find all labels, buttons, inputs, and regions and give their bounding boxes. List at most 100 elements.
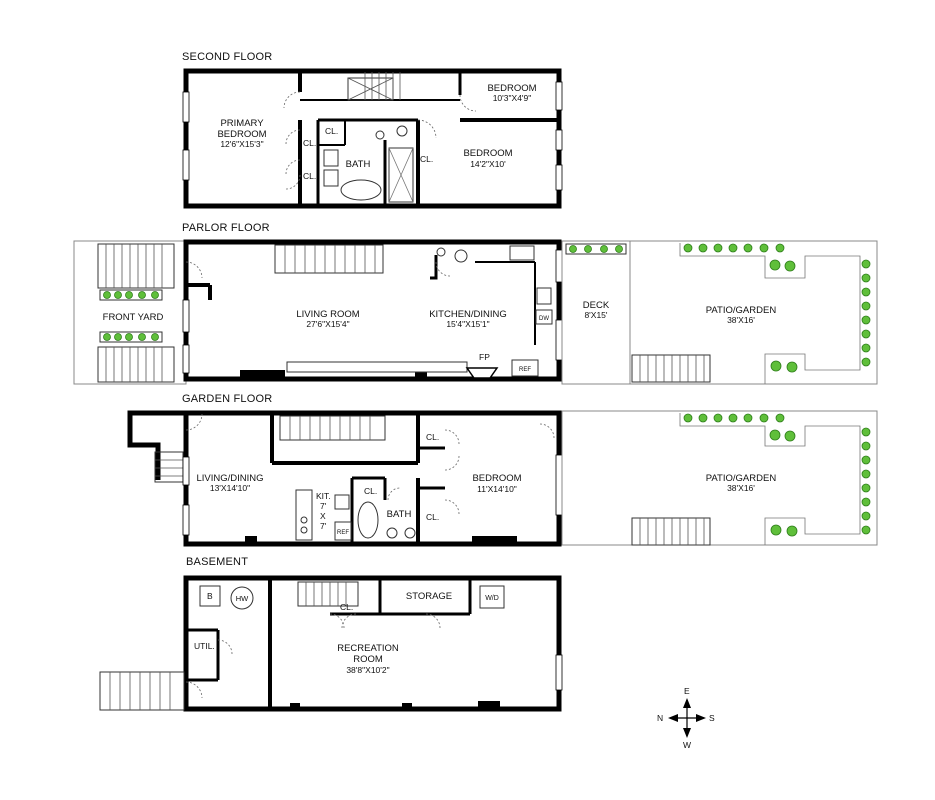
sink-icon bbox=[375, 130, 385, 140]
compass-south-label: S bbox=[709, 713, 715, 723]
door-swing bbox=[285, 174, 301, 190]
patio-garden-label: PATIO/GARDEN bbox=[706, 473, 777, 484]
kit-label: X bbox=[320, 511, 326, 521]
second-floor: SECOND FLOOR bbox=[182, 51, 563, 209]
garden-stair bbox=[279, 415, 386, 441]
storage-label: STORAGE bbox=[406, 591, 452, 602]
garden-floor: GARDEN FLOOR bbox=[127, 393, 878, 547]
parlor-stair bbox=[274, 244, 384, 274]
deck-dims: 8'X15' bbox=[584, 310, 607, 320]
primary-bedroom-label: BEDROOM bbox=[217, 129, 266, 140]
patio-stair bbox=[631, 354, 711, 383]
door-swing bbox=[444, 499, 460, 515]
patio-outline bbox=[629, 240, 878, 385]
refrigerator-label: REF bbox=[519, 367, 531, 373]
water-heater-icon bbox=[230, 586, 254, 610]
living-dining-label: LIVING/DINING bbox=[196, 473, 263, 484]
primary-bedroom-dims: 12'6"X15'3" bbox=[220, 139, 263, 149]
door-swing bbox=[217, 639, 233, 655]
kitchen-dining-label: KITCHEN/DINING bbox=[429, 309, 507, 320]
refrigerator-icon bbox=[334, 521, 352, 541]
compass-west-label: W bbox=[683, 740, 691, 750]
door-swing bbox=[285, 129, 301, 145]
closet-label: CL. bbox=[303, 138, 316, 148]
recreation-room-dims: 38'8"X10'2" bbox=[346, 665, 389, 675]
sink-icon bbox=[334, 494, 350, 510]
water-heater-label: HW bbox=[236, 594, 249, 603]
parlor-floor-title: PARLOR FLOOR bbox=[182, 222, 270, 234]
door-swing bbox=[285, 159, 301, 175]
patio-garden-dims: 38'X16' bbox=[727, 483, 755, 493]
sink-icon bbox=[436, 247, 446, 257]
compass-north-label: N bbox=[657, 713, 663, 723]
compass-east-label: E bbox=[684, 686, 690, 696]
boiler-icon bbox=[199, 585, 221, 607]
deck-label: DECK bbox=[583, 300, 610, 311]
bath-label: BATH bbox=[387, 509, 412, 520]
basement-stair bbox=[297, 581, 359, 607]
fireplace-icon bbox=[465, 367, 499, 379]
door-swing bbox=[329, 613, 345, 629]
sink-icon bbox=[323, 169, 339, 187]
patio-garden-dims: 38'X16' bbox=[727, 315, 755, 325]
washer-dryer-label: W/D bbox=[485, 595, 499, 602]
second-floor-title: SECOND FLOOR bbox=[182, 51, 272, 63]
basement-title: BASEMENT bbox=[186, 556, 248, 568]
garden-patio-plants bbox=[679, 413, 871, 545]
door-swing bbox=[444, 455, 460, 471]
parlor-interior bbox=[186, 255, 536, 379]
recreation-room-label: RECREATION bbox=[337, 643, 399, 654]
patio-plants bbox=[679, 243, 871, 384]
boiler-label: B bbox=[207, 591, 213, 601]
second-floor-windows bbox=[182, 81, 563, 191]
bedroom-label: BEDROOM bbox=[472, 473, 521, 484]
bedroom-dims: 14'2"X10' bbox=[470, 159, 506, 169]
primary-bedroom-label: PRIMARY bbox=[220, 118, 264, 129]
door-swing bbox=[425, 613, 441, 629]
kit-label: 7' bbox=[320, 521, 327, 531]
toilet-icon bbox=[396, 125, 408, 137]
bedroom-dims: 11'X14'10" bbox=[477, 484, 517, 494]
counter bbox=[286, 361, 468, 373]
arrow-left-icon bbox=[668, 714, 678, 722]
sink-icon bbox=[536, 287, 552, 305]
arrow-down-icon bbox=[683, 728, 691, 738]
bath-label: BATH bbox=[346, 159, 371, 170]
kitchen-dining-dims: 15'4"X15'1" bbox=[446, 319, 489, 329]
window bbox=[555, 654, 563, 691]
bathtub-icon bbox=[357, 501, 379, 539]
kit-label: 7' bbox=[320, 501, 327, 511]
arrow-right-icon bbox=[696, 714, 706, 722]
garden-entry-wall bbox=[127, 410, 186, 480]
living-room-dims: 27'6"X15'4" bbox=[306, 319, 349, 329]
toilet-icon bbox=[386, 527, 398, 539]
second-floor-interior-walls bbox=[298, 71, 559, 206]
sink-icon bbox=[323, 149, 339, 167]
closet-label: CL. bbox=[303, 171, 316, 181]
living-dining-dims: 13'X14'10" bbox=[210, 483, 250, 493]
bedroom-dims: 10'3"X4'9" bbox=[493, 93, 532, 103]
living-room-label: LIVING ROOM bbox=[296, 309, 359, 320]
bathtub-icon bbox=[340, 179, 382, 201]
dishwasher-label: DW bbox=[539, 316, 549, 322]
basement-entry-stair bbox=[99, 671, 185, 711]
door-swing bbox=[185, 261, 203, 279]
closet-label: CL. bbox=[420, 154, 433, 164]
door-swing bbox=[341, 613, 357, 629]
garden-interior bbox=[245, 413, 517, 544]
door-swing bbox=[185, 681, 203, 699]
dishwasher-icon bbox=[535, 309, 553, 325]
door-swing bbox=[444, 429, 460, 445]
door-swing bbox=[417, 119, 437, 139]
front-yard-planters bbox=[99, 289, 163, 343]
parlor-floor: PARLOR FLOOR bbox=[73, 222, 878, 385]
door-swing bbox=[185, 413, 203, 431]
patio-garden-label: PATIO/GARDEN bbox=[706, 305, 777, 316]
door-swing bbox=[459, 94, 477, 112]
kitchen-counter bbox=[295, 489, 313, 541]
washer-dryer-icon bbox=[479, 585, 505, 609]
refrigerator-label: REF bbox=[337, 530, 349, 536]
basement-interior bbox=[186, 578, 500, 709]
door-swing bbox=[387, 487, 401, 501]
